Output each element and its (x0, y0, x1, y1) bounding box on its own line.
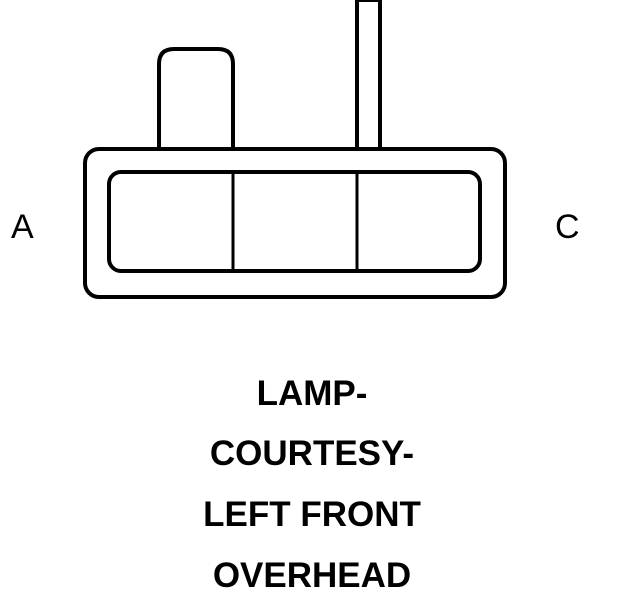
caption-line-1: LAMP- (256, 374, 368, 413)
caption-line-2: COURTESY- (209, 434, 415, 473)
pin-label-c: C (555, 208, 580, 246)
pin-label-a: A (11, 208, 34, 246)
caption-line-3: LEFT FRONT (203, 495, 421, 534)
connector-lock-tab (157, 47, 235, 150)
connector-terminal-blade (355, 0, 382, 152)
connector-cavity (107, 170, 482, 273)
caption-line-4: OVERHEAD (212, 556, 412, 595)
